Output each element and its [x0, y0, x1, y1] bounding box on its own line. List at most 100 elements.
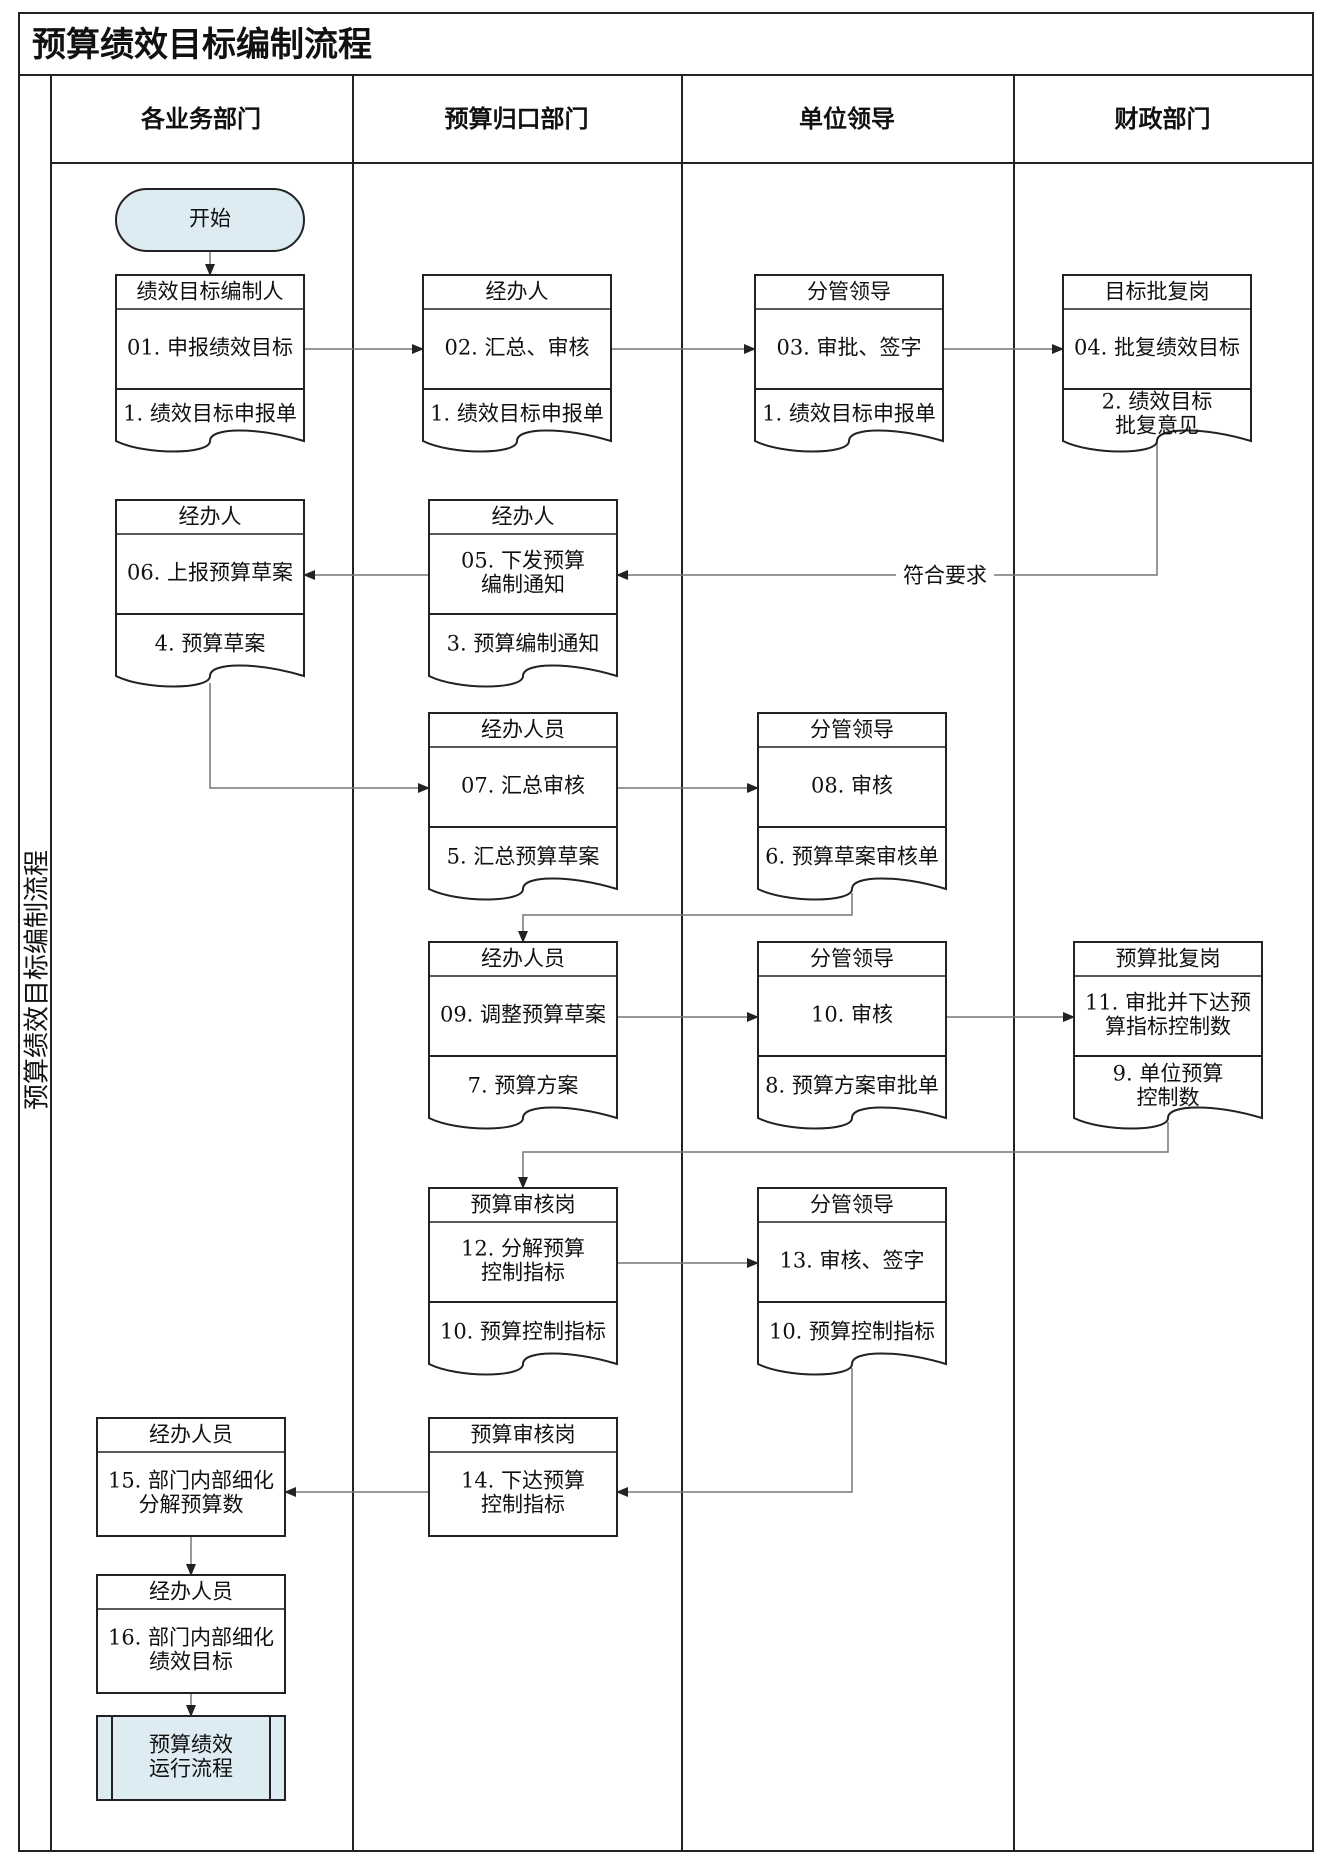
task-action-label: 控制指标	[481, 1261, 565, 1285]
arrow-label-bg	[896, 562, 994, 590]
task-role-label: 经办人员	[481, 947, 565, 971]
task-action-label: 算指标控制数	[1105, 1015, 1231, 1039]
task-box	[754, 274, 944, 453]
task-role-label: 经办人	[486, 280, 549, 304]
task-document-label: 10. 预算控制指标	[769, 1320, 935, 1344]
task-box	[96, 1417, 286, 1537]
task-role-label: 分管领导	[810, 1193, 894, 1217]
task-box	[757, 1187, 947, 1376]
task-box	[757, 941, 947, 1130]
task-role-label: 经办人	[492, 505, 555, 529]
task-node-t6: 经办人 06. 上报预算草案 4. 预算草案	[115, 499, 305, 688]
task-role-label: 经办人员	[149, 1423, 233, 1447]
task-document-label: 1. 绩效目标申报单	[762, 402, 936, 426]
task-box	[428, 1417, 618, 1537]
connector-t4-t5	[616, 440, 1158, 580]
task-action-label: 05. 下发预算	[461, 549, 585, 573]
arrow-label-group: 符合要求	[896, 562, 994, 590]
lane-title-leadership: 单位领导	[799, 105, 895, 133]
task-action-label: 01. 申报绩效目标	[127, 336, 293, 360]
task-box	[428, 1187, 618, 1376]
task-action-label: 07. 汇总审核	[461, 774, 585, 798]
task-box	[428, 712, 618, 901]
task-document-label: 2. 绩效目标	[1102, 390, 1213, 414]
lane-divider	[681, 76, 683, 1850]
task-action-label: 14. 下达预算	[461, 1469, 585, 1493]
task-role-label: 预算审核岗	[471, 1193, 576, 1217]
task-document-label: 5. 汇总预算草案	[447, 845, 600, 869]
task-action-label: 06. 上报预算草案	[127, 561, 293, 585]
task-box	[1062, 274, 1252, 453]
task-role-label: 分管领导	[810, 947, 894, 971]
task-role-label: 经办人员	[149, 1580, 233, 1604]
connector-t11-t12	[518, 1122, 1169, 1189]
task-document-label: 1. 绩效目标申报单	[430, 402, 604, 426]
subprocess-label: 运行流程	[149, 1757, 233, 1781]
task-node-t1: 绩效目标编制人 01. 申报绩效目标 1. 绩效目标申报单	[115, 274, 305, 453]
task-action-label: 02. 汇总、审核	[444, 336, 589, 360]
task-document-label: 批复意见	[1115, 414, 1199, 438]
lane-divider	[352, 76, 354, 1850]
task-box	[96, 1574, 286, 1694]
task-node-t2: 经办人 02. 汇总、审核 1. 绩效目标申报单	[422, 274, 612, 453]
task-document-label: 6. 预算草案审核单	[765, 845, 939, 869]
task-action-label: 03. 审批、签字	[776, 336, 921, 360]
diagram-frame	[18, 12, 1314, 1852]
subprocess-shape	[96, 1715, 286, 1801]
task-box	[422, 274, 612, 453]
task-action-label: 09. 调整预算草案	[440, 1003, 606, 1027]
task-document-label: 3. 预算编制通知	[447, 632, 600, 656]
arrow-label: 符合要求	[903, 564, 987, 588]
task-document-label: 控制数	[1137, 1086, 1200, 1110]
task-document-label: 1. 绩效目标申报单	[123, 402, 297, 426]
task-role-label: 绩效目标编制人	[137, 280, 284, 304]
task-role-label: 经办人员	[481, 718, 565, 742]
task-action-label: 15. 部门内部细化	[108, 1469, 274, 1493]
task-action-label: 11. 审批并下达预	[1085, 991, 1251, 1015]
task-role-label: 预算批复岗	[1116, 947, 1221, 971]
task-action-label: 04. 批复绩效目标	[1074, 336, 1240, 360]
task-action-label: 16. 部门内部细化	[108, 1626, 274, 1650]
lane-header-divider	[50, 162, 1312, 164]
task-document-label: 10. 预算控制指标	[440, 1320, 606, 1344]
task-role-label: 分管领导	[807, 280, 891, 304]
task-node-t7: 经办人员 07. 汇总审核 5. 汇总预算草案	[428, 712, 618, 901]
connector-t6-t7	[209, 683, 430, 793]
task-role-label: 经办人	[179, 505, 242, 529]
task-action-label: 分解预算数	[139, 1493, 244, 1517]
subprocess-label: 预算绩效	[149, 1733, 233, 1757]
connectors: 符合要求	[186, 251, 1169, 1717]
start-label: 开始	[189, 207, 231, 231]
task-box	[115, 274, 305, 453]
task-action-label: 13. 审核、签字	[779, 1249, 924, 1273]
task-action-label: 08. 审核	[811, 774, 893, 798]
task-action-label: 控制指标	[481, 1493, 565, 1517]
task-box	[428, 499, 618, 688]
task-action-label: 12. 分解预算	[461, 1237, 585, 1261]
lane-title-business: 各业务部门	[141, 105, 261, 133]
task-document-label: 4. 预算草案	[155, 632, 266, 656]
lane-title-budget-dept: 预算归口部门	[444, 105, 589, 133]
task-role-label: 目标批复岗	[1105, 280, 1210, 304]
connector-t8-t9	[518, 893, 853, 943]
connector-t13-t14	[616, 1368, 853, 1497]
task-action-label: 编制通知	[481, 573, 565, 597]
start-shape	[115, 188, 305, 252]
task-box	[428, 941, 618, 1130]
lane-title-finance: 财政部门	[1114, 105, 1211, 133]
task-role-label: 预算审核岗	[471, 1423, 576, 1447]
task-action-label: 绩效目标	[149, 1650, 233, 1674]
page-title: 预算绩效目标编制流程	[20, 14, 1312, 76]
lane-divider	[50, 76, 52, 1850]
